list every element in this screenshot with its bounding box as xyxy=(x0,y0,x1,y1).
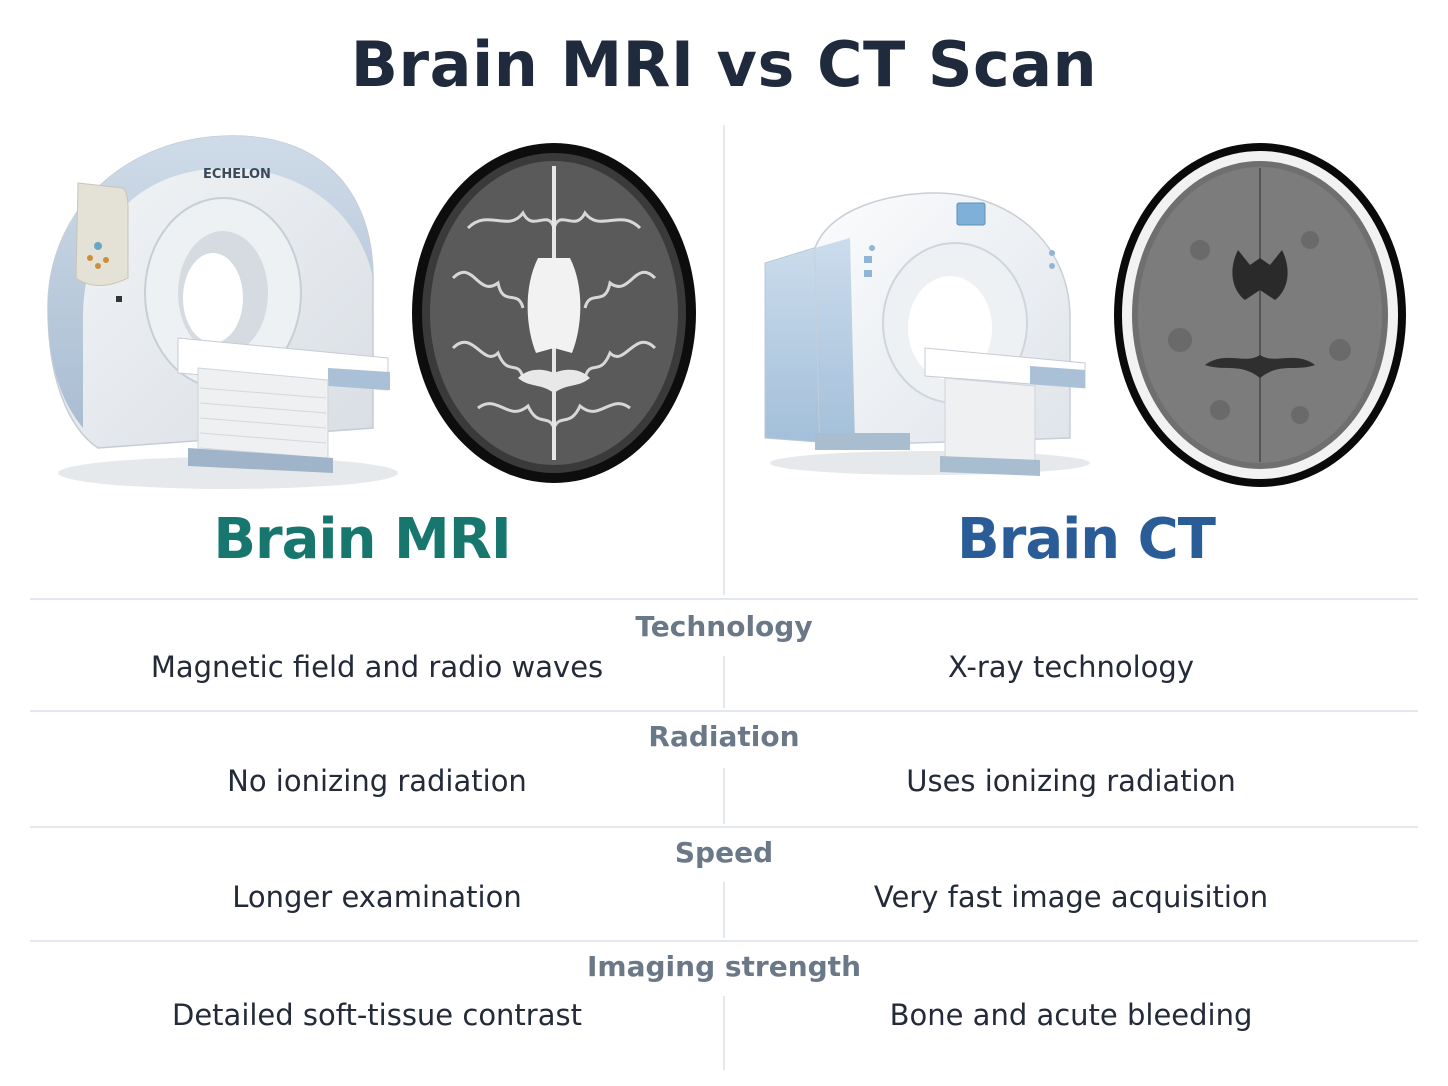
mri-heading: Brain MRI xyxy=(213,507,511,572)
row-imaging-strength: Imaging strength Detailed soft-tissue co… xyxy=(30,940,1418,1070)
page-title: Brain MRI vs CT Scan xyxy=(350,28,1098,101)
row-label: Imaging strength xyxy=(587,950,861,983)
row-column-divider xyxy=(723,882,725,938)
mri-cell: No ionizing radiation xyxy=(227,764,527,798)
row-divider xyxy=(30,826,1418,828)
row-label: Radiation xyxy=(648,720,800,753)
mri-brand-label: ECHELON xyxy=(203,167,271,182)
row-radiation: Radiation No ionizing radiation Uses ion… xyxy=(30,710,1418,826)
row-label: Technology xyxy=(635,610,813,643)
row-technology: Technology Magnetic field and radio wave… xyxy=(30,598,1418,710)
row-divider xyxy=(30,710,1418,712)
ct-machine-image xyxy=(760,188,1090,478)
row-column-divider xyxy=(723,656,725,708)
mri-cell: Magnetic field and radio waves xyxy=(150,650,604,684)
row-speed: Speed Longer examination Very fast image… xyxy=(30,826,1418,940)
mri-cell: Detailed soft-tissue contrast xyxy=(172,998,582,1032)
ct-cell: Uses ionizing radiation xyxy=(906,764,1236,798)
column-divider xyxy=(723,125,725,595)
mri-cell: Longer examination xyxy=(232,880,522,914)
ct-cell: Very fast image acquisition xyxy=(873,880,1269,914)
mri-machine-image: ECHELON xyxy=(28,128,400,498)
ct-cell: X-ray technology xyxy=(948,650,1194,684)
ct-heading: Brain CT xyxy=(957,507,1216,572)
ct-brain-scan-image xyxy=(1110,140,1410,490)
row-divider xyxy=(30,598,1418,600)
row-column-divider xyxy=(723,768,725,824)
row-divider xyxy=(30,940,1418,942)
ct-cell: Bone and acute bleeding xyxy=(889,998,1253,1032)
row-label: Speed xyxy=(674,836,774,869)
mri-brain-scan-image xyxy=(408,138,700,488)
row-column-divider xyxy=(723,996,725,1070)
